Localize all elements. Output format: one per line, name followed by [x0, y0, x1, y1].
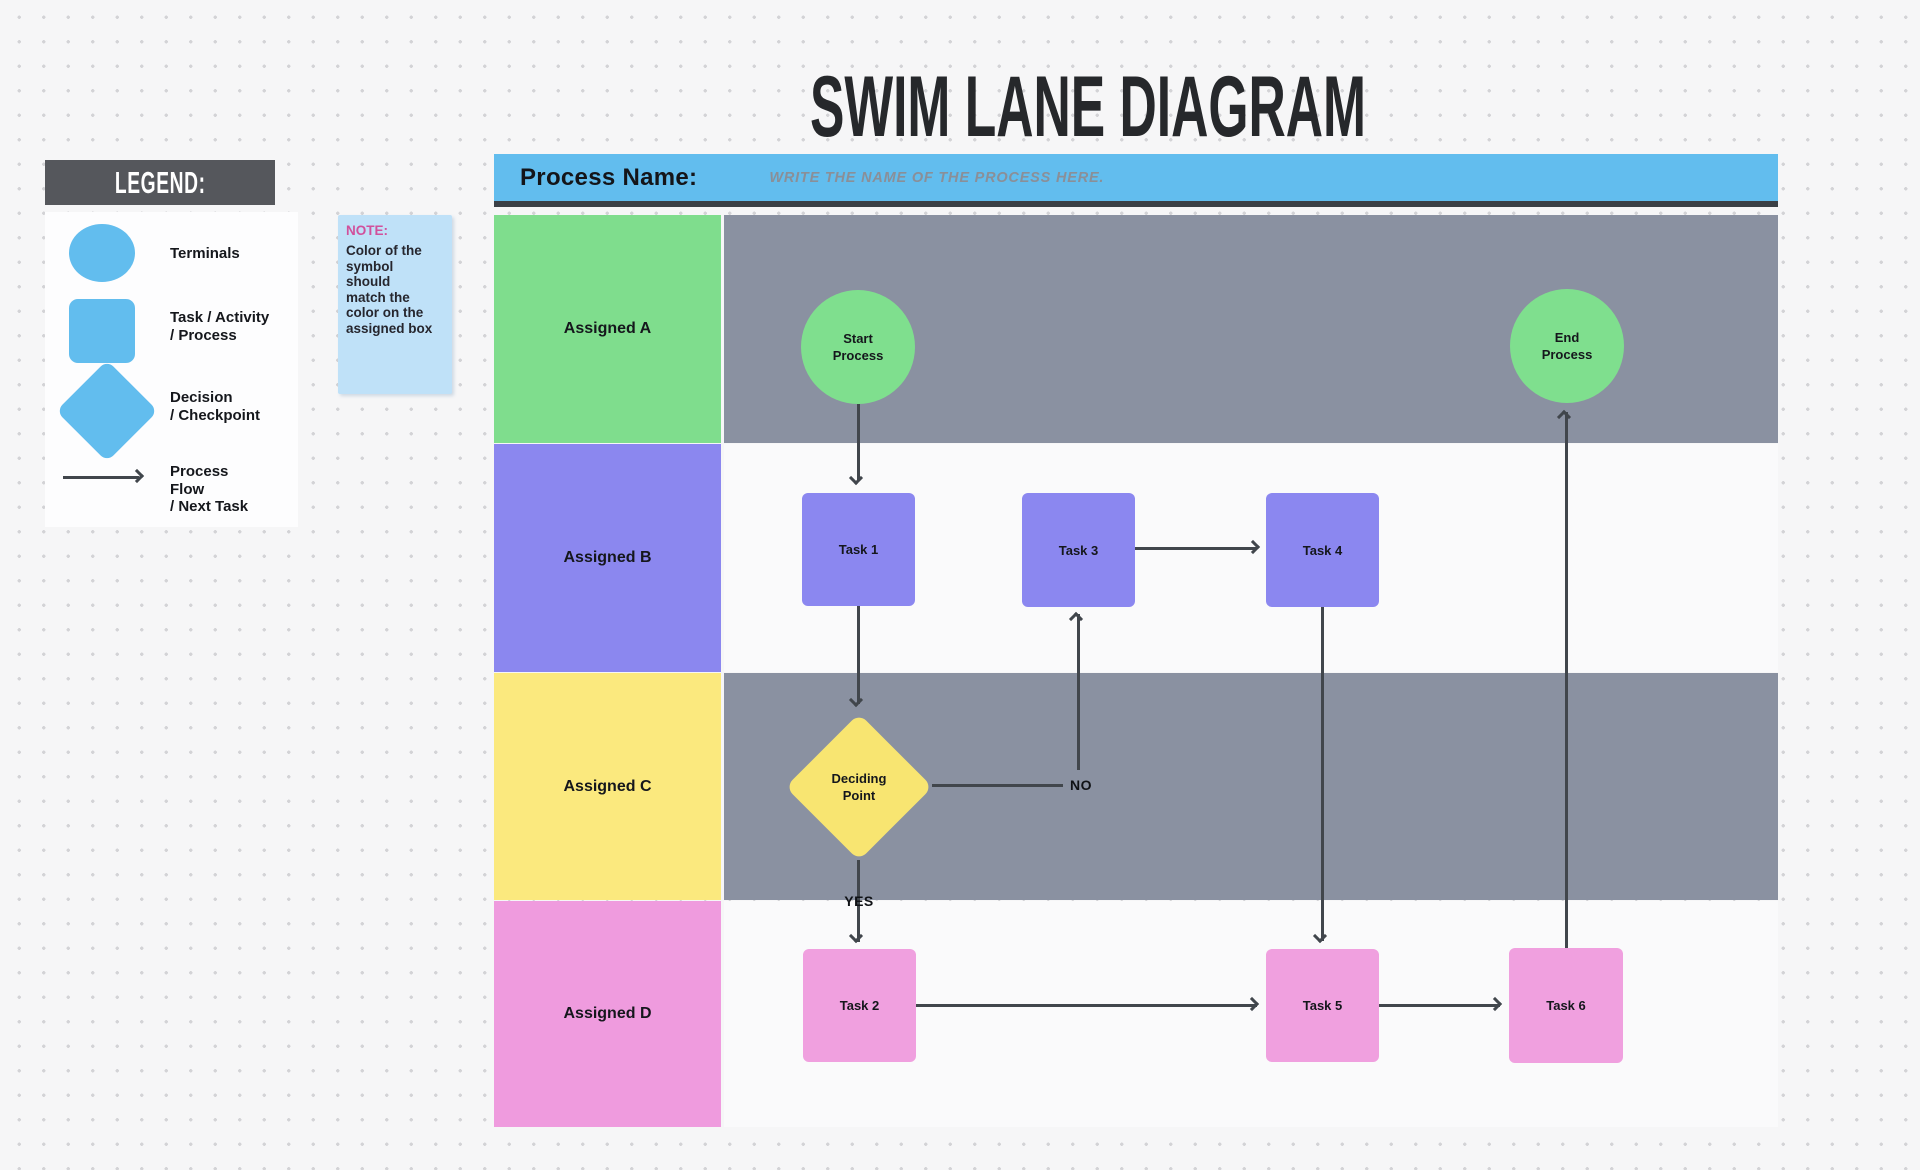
legend-panel[interactable]: Terminals Task / Activity / Process Deci… — [45, 212, 298, 527]
edge-label-no: NO — [1070, 777, 1092, 793]
edge-label-yes: YES — [844, 893, 874, 909]
lane-assigned-b: Assigned B — [494, 444, 1778, 672]
note-body: Color of the symbol should match the col… — [346, 243, 433, 336]
node-task-5[interactable]: Task 5 — [1266, 949, 1379, 1062]
edge-no-to-task3[interactable] — [1077, 614, 1080, 770]
lane-label-assigned-c[interactable]: Assigned C — [494, 673, 721, 900]
task-square-icon — [69, 299, 135, 363]
lane-label-assigned-d[interactable]: Assigned D — [494, 901, 721, 1127]
node-task-1[interactable]: Task 1 — [802, 493, 915, 606]
decision-diamond-icon — [56, 360, 158, 462]
node-task-3[interactable]: Task 3 — [1022, 493, 1135, 607]
edge-start-to-task1[interactable] — [857, 404, 860, 480]
edge-task5-to-task6[interactable] — [1379, 1004, 1500, 1007]
process-name-label: Process Name: — [520, 163, 698, 191]
edge-task2-to-task5[interactable] — [916, 1004, 1257, 1007]
page-title: SWIM LANE DIAGRAM — [809, 59, 1367, 155]
legend-item-flow: Process Flow / Next Task — [170, 463, 249, 515]
node-task-2[interactable]: Task 2 — [803, 949, 916, 1062]
node-end-process[interactable]: End Process — [1510, 289, 1624, 403]
node-task-4[interactable]: Task 4 — [1266, 493, 1379, 607]
edge-decision-yes-to-task2[interactable] — [857, 860, 860, 942]
node-task-6[interactable]: Task 6 — [1509, 948, 1623, 1063]
edge-task4-to-task5[interactable] — [1321, 607, 1324, 941]
edge-task1-to-decision[interactable] — [857, 606, 860, 704]
legend-item-decision: Decision / Checkpoint — [170, 389, 261, 424]
lane-label-assigned-a[interactable]: Assigned A — [494, 215, 721, 443]
edge-task6-to-end[interactable] — [1565, 412, 1568, 948]
legend-header-label: LEGEND: — [114, 164, 206, 200]
process-name-placeholder[interactable]: WRITE THE NAME OF THE PROCESS HERE. — [769, 169, 1105, 186]
flow-arrow-icon — [63, 476, 139, 479]
lane-assigned-c: Assigned C — [494, 673, 1778, 900]
flow-arrow-head-icon — [129, 468, 145, 483]
note-sticky[interactable]: NOTE: Color of the symbol should match t… — [338, 215, 452, 394]
terminal-ellipse-icon — [69, 224, 135, 282]
legend-header[interactable]: LEGEND: — [45, 160, 275, 205]
edge-task3-to-task4[interactable] — [1135, 547, 1257, 550]
edge-decision-no-horizontal[interactable] — [932, 784, 1063, 787]
process-name-bar[interactable]: Process Name: WRITE THE NAME OF THE PROC… — [494, 154, 1778, 207]
note-heading: NOTE: — [346, 223, 388, 238]
node-start-process[interactable]: Start Process — [801, 290, 915, 404]
legend-item-task: Task / Activity / Process — [170, 309, 270, 344]
legend-item-terminals: Terminals — [170, 245, 240, 262]
lane-label-assigned-b[interactable]: Assigned B — [494, 444, 721, 672]
node-deciding-point-label: Deciding Point — [831, 771, 887, 803]
